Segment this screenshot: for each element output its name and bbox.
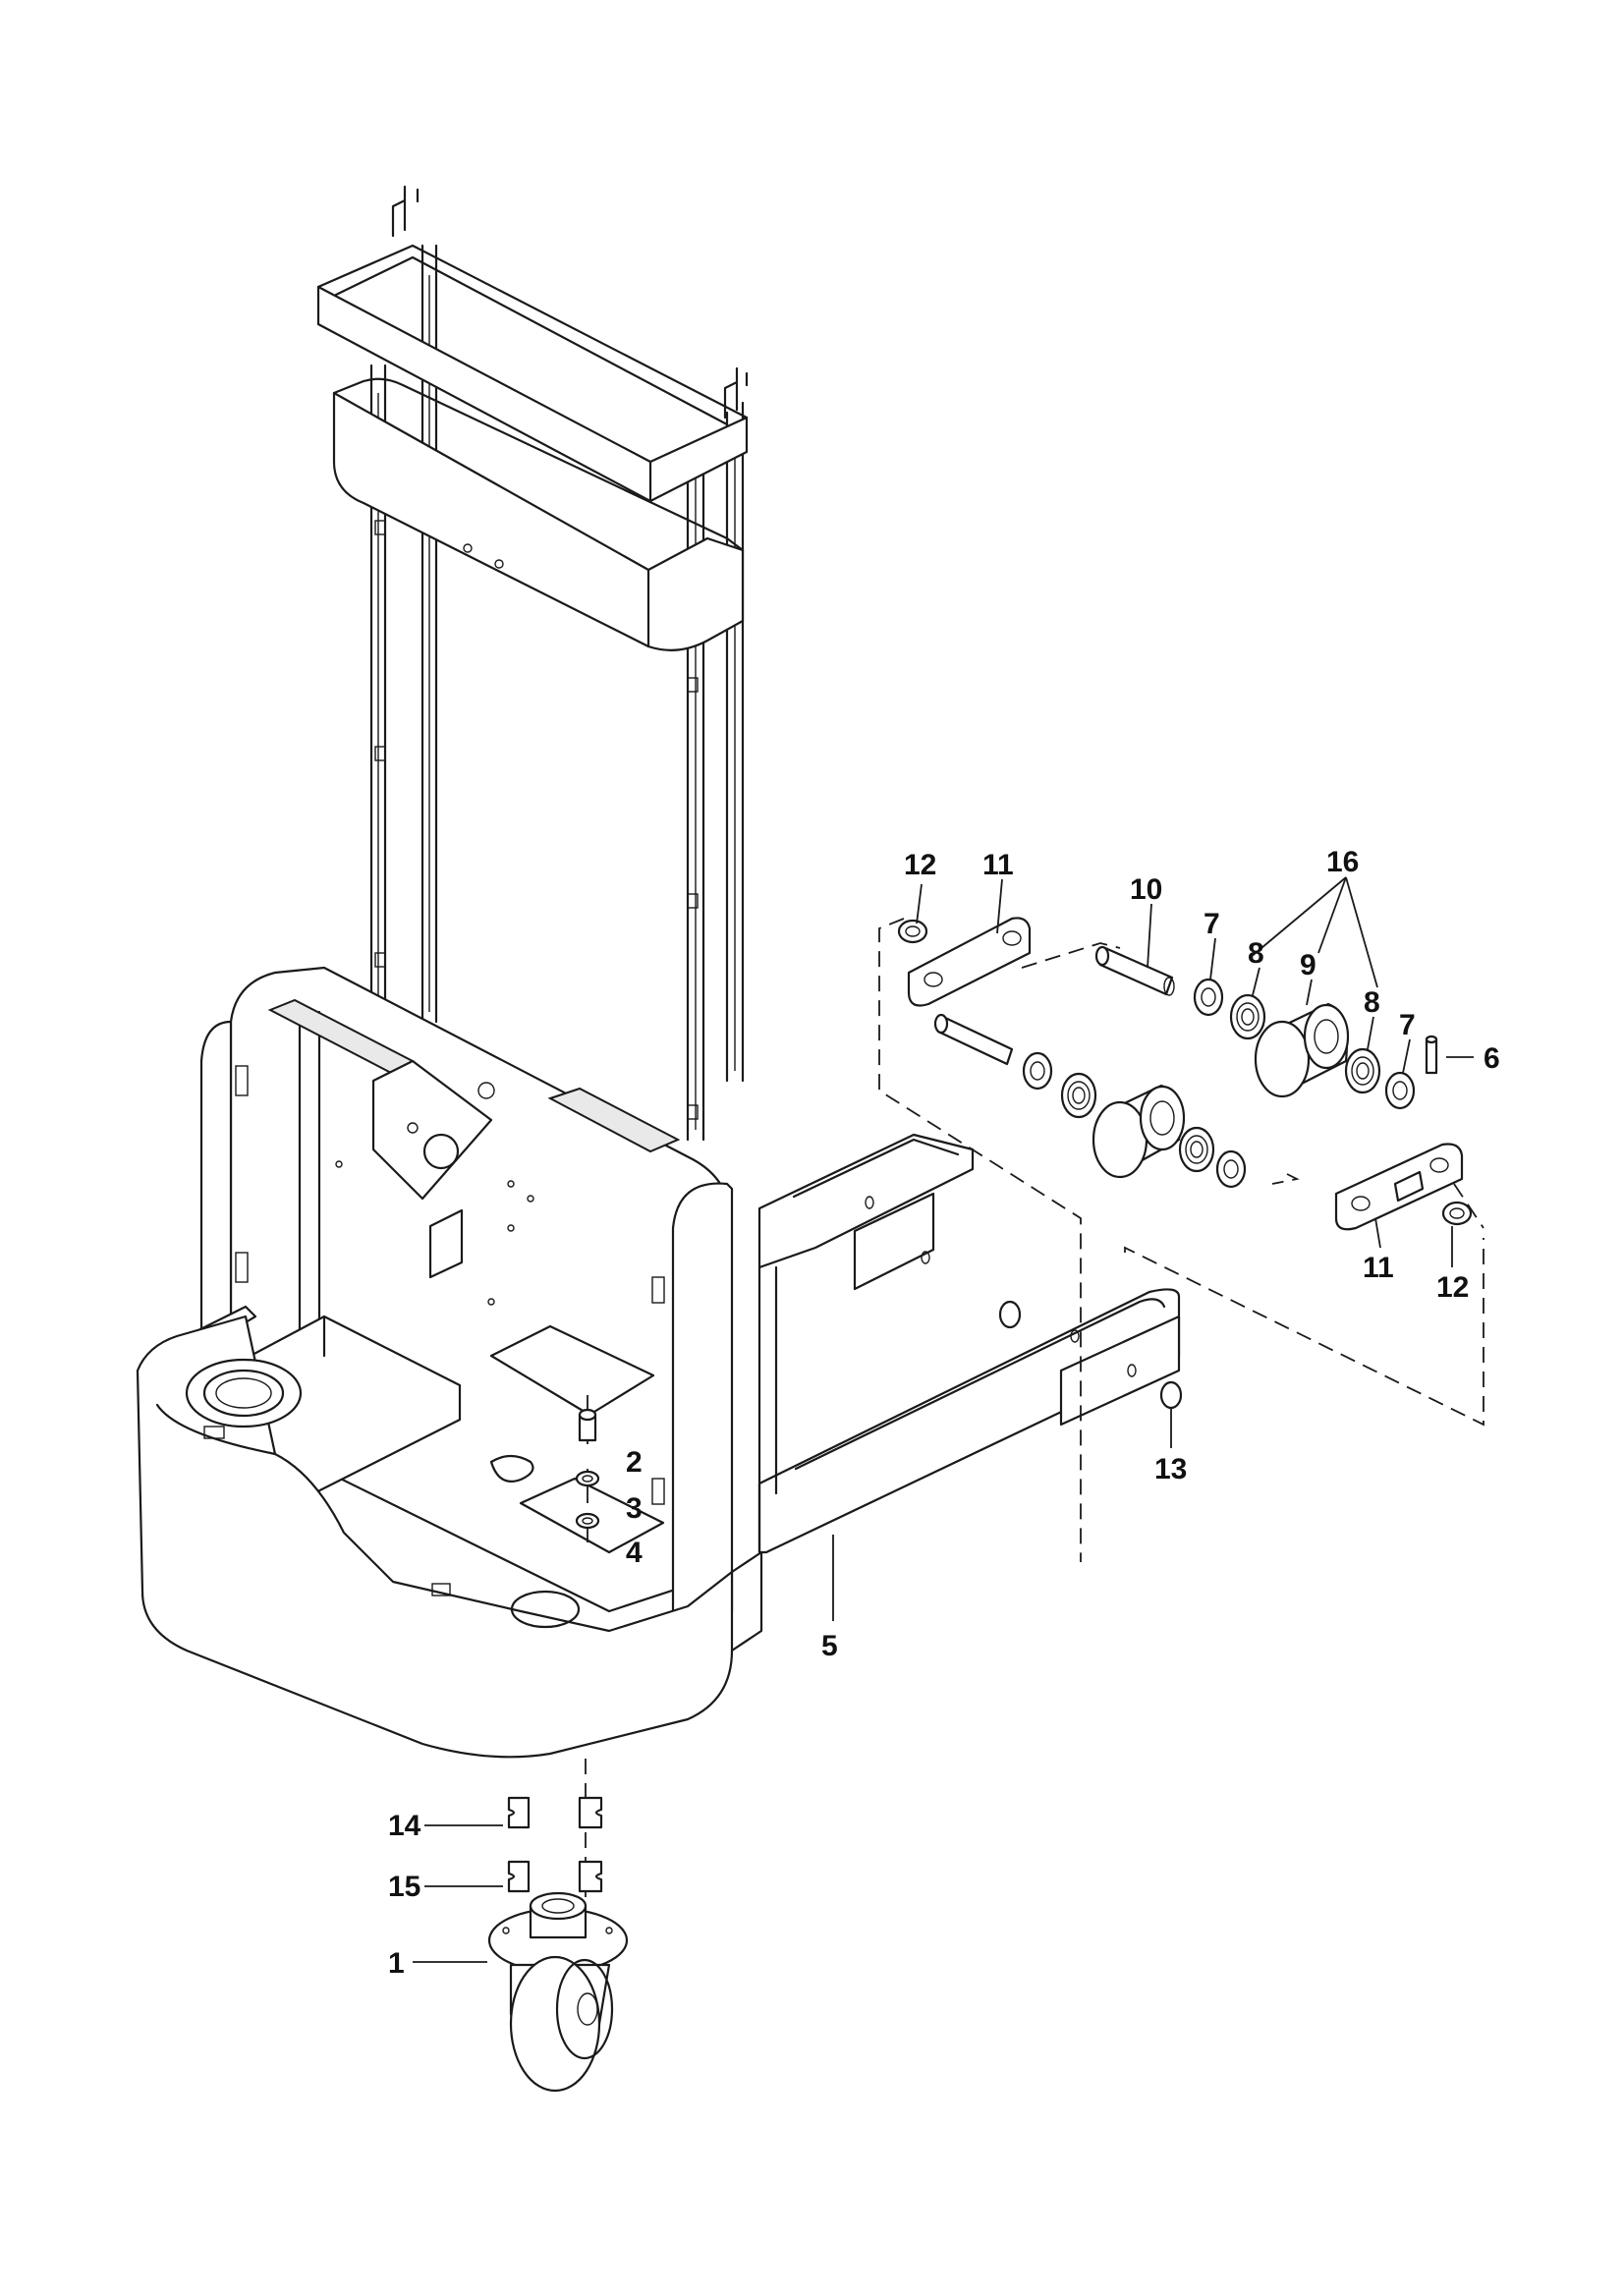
- fork-assembly: [757, 1133, 1183, 1554]
- callout-8-lower: 8: [1364, 986, 1380, 1019]
- callout-1: 1: [388, 1947, 405, 1980]
- callout-7-lower: 7: [1399, 1009, 1416, 1041]
- callout-11-upper: 11: [982, 849, 1014, 881]
- callout-6: 6: [1484, 1042, 1500, 1075]
- callout-11-lower: 11: [1363, 1252, 1394, 1284]
- bolt-and-washers: [575, 1408, 600, 1530]
- callout-12-upper: 12: [904, 849, 936, 881]
- callout-4: 4: [626, 1537, 643, 1569]
- callout-7-upper: 7: [1204, 908, 1220, 940]
- callout-labels: 12 11 10 16 7 8 9 8 7 6 11 12 13 2 3 4 5…: [388, 846, 1500, 1980]
- leader-lines: [413, 876, 1474, 1963]
- callout-3: 3: [626, 1492, 643, 1525]
- callout-5: 5: [821, 1630, 838, 1662]
- callout-13: 13: [1154, 1453, 1187, 1485]
- callout-2: 2: [626, 1446, 643, 1479]
- callout-10: 10: [1130, 873, 1162, 906]
- callout-9: 9: [1300, 949, 1316, 981]
- caster-wheel: [487, 1759, 629, 2093]
- callout-14: 14: [388, 1810, 421, 1842]
- callout-16: 16: [1326, 846, 1359, 878]
- callout-12-lower: 12: [1436, 1271, 1469, 1304]
- mast-assembly: [316, 185, 749, 1142]
- load-roller-assembly: [878, 917, 1484, 1562]
- base-frame: [136, 966, 763, 1759]
- callout-8-upper: 8: [1248, 937, 1264, 970]
- callout-15: 15: [388, 1871, 420, 1903]
